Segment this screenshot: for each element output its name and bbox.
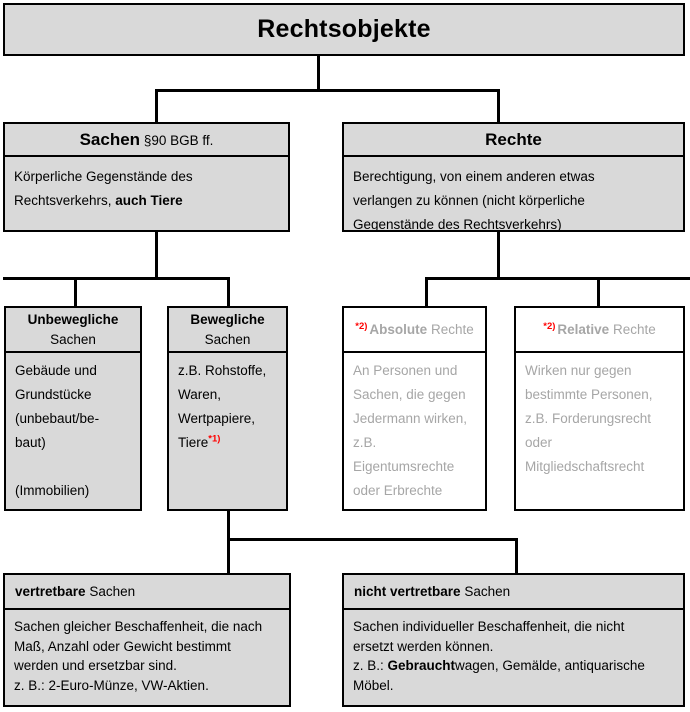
node-rechtsobjekte-header: Rechtsobjekte [5, 5, 683, 54]
node-absolute-rechte[interactable]: *2)Absolute Rechte An Personen und Sache… [342, 306, 487, 511]
node-absolute-line-4: Eigentumsrechte [353, 459, 455, 475]
node-vertretbare-sachen[interactable]: vertretbare Sachen Sachen gleicher Besch… [3, 573, 291, 707]
node-absolute-rechte-title: *2)Absolute Rechte [355, 320, 474, 337]
connector-rechte-to-absolute [425, 277, 428, 306]
node-unbewegliche-sachen-body: Gebäude und Grundstücke (unbebaut/be- ba… [6, 353, 140, 509]
node-rechte-body-line1: Berechtigung, von einem anderen etwas [353, 169, 595, 184]
node-sachen-body: Körperliche Gegenstände des Rechtsverkeh… [5, 157, 288, 219]
connector-root-to-sachen [155, 89, 158, 122]
node-absolute-line-3: z.B. [353, 435, 377, 451]
node-rechte-title: Rechte [485, 129, 542, 149]
node-rechte-header: Rechte [344, 124, 683, 157]
node-bewegliche-line-2: Wertpapiere, [178, 411, 256, 427]
node-relative-line-0: Wirken nur gegen [525, 363, 632, 378]
node-relative-rechte-header: *2)Relative Rechte [516, 308, 683, 353]
node-nicht-vertretbare-line-1: Sachen individueller Beschaffenheit, die… [353, 619, 625, 634]
node-nicht-vertretbare-sachen[interactable]: nicht vertretbare Sachen Sachen individu… [342, 573, 685, 707]
node-unbewegliche-line-2: (unbebaut/be- [15, 411, 100, 427]
node-unbewegliche-line-1: Grundstücke [15, 387, 92, 403]
node-nicht-vertretbare-sachen-header: nicht vertretbare Sachen [344, 575, 683, 610]
node-absolute-line-0: An Personen und [353, 363, 458, 378]
node-unbewegliche-sachen-header: Unbewegliche Sachen [6, 308, 140, 353]
node-sachen-title: Sachen §90 BGB ff. [79, 129, 214, 149]
node-unbewegliche-sachen-title: Unbewegliche Sachen [27, 311, 119, 347]
connector-root-bar [155, 89, 500, 92]
node-unbewegliche-line-0: Gebäude und [15, 363, 97, 378]
node-bewegliche-line-0: z.B. Rohstoffe, [178, 363, 267, 378]
connector-bewegliche-to-nicht-vertretbare [515, 538, 518, 573]
footnote-marker-2a: *2) [355, 320, 368, 332]
connector-rechte-stem [497, 232, 500, 277]
node-unbewegliche-line-4 [15, 455, 131, 479]
node-bewegliche-sachen[interactable]: Bewegliche Sachen z.B. Rohstoffe, Waren,… [167, 306, 288, 511]
node-vertretbare-sachen-header: vertretbare Sachen [5, 575, 289, 610]
connector-bewegliche-stem [227, 511, 230, 573]
node-nicht-vertretbare-line-2: ersetzt werden können. [353, 638, 494, 654]
node-absolute-rechte-header: *2)Absolute Rechte [344, 308, 485, 353]
node-rechte-body-line2: verlangen zu können (nicht körperliche [353, 193, 585, 209]
node-bewegliche-line-3: Tiere*1) [178, 433, 221, 451]
node-bewegliche-line-1: Waren, [178, 387, 222, 403]
node-unbewegliche-line-3: baut) [15, 435, 46, 451]
node-nicht-vertretbare-line-3: z. B.: Gebrauchtwagen, Gemälde, antiquar… [353, 658, 645, 674]
connector-root-stem [317, 56, 320, 89]
page-title: Rechtsobjekte [257, 15, 431, 43]
node-rechte-body-line3: Gegenstände des Rechtsverkehrs) [353, 217, 562, 233]
connector-sachen-stem [155, 232, 158, 277]
connector-sachen-to-bewegliche [227, 277, 230, 306]
connector-bewegliche-bar [227, 538, 518, 541]
node-rechte[interactable]: Rechte Berechtigung, von einem anderen e… [342, 122, 685, 232]
node-rechtsobjekte[interactable]: Rechtsobjekte [3, 3, 685, 56]
node-relative-rechte[interactable]: *2)Relative Rechte Wirken nur gegen best… [514, 306, 685, 511]
node-vertretbare-sachen-body: Sachen gleicher Beschaffenheit, die nach… [5, 610, 289, 701]
node-unbewegliche-sachen[interactable]: Unbewegliche Sachen Gebäude und Grundstü… [4, 306, 142, 511]
node-absolute-line-5: oder Erbrechte [353, 483, 443, 499]
node-sachen-body-line1: Körperliche Gegenstände des [14, 169, 193, 184]
node-relative-line-2: z.B. Forderungsrecht [525, 411, 652, 427]
node-relative-rechte-title: *2)Relative Rechte [543, 320, 656, 337]
connector-rechte-bar [425, 277, 690, 280]
node-sachen[interactable]: Sachen §90 BGB ff. Körperliche Gegenstän… [3, 122, 290, 232]
node-rechte-body: Berechtigung, von einem anderen etwas ve… [344, 157, 683, 243]
node-nicht-vertretbare-sachen-title: nicht vertretbare Sachen [354, 584, 511, 599]
footnote-marker-1: *1) [208, 433, 221, 445]
node-vertretbare-line-2: werden und ersetzbar sind. [14, 658, 177, 674]
connector-sachen-bar [3, 277, 230, 280]
connector-sachen-to-unbewegliche [74, 277, 77, 306]
node-relative-rechte-body: Wirken nur gegen bestimmte Personen, z.B… [516, 353, 683, 485]
node-absolute-line-1: Sachen, die gegen [353, 387, 466, 403]
node-sachen-body-line2: Rechtsverkehrs, auch Tiere [14, 193, 183, 209]
connector-root-to-rechte [497, 89, 500, 122]
node-relative-line-1: bestimmte Personen, [525, 387, 653, 403]
node-vertretbare-sachen-title: vertretbare Sachen [15, 584, 136, 599]
node-sachen-header: Sachen §90 BGB ff. [5, 124, 288, 157]
node-unbewegliche-line-5: (Immobilien) [15, 483, 90, 499]
node-nicht-vertretbare-line-4: Möbel. [353, 677, 394, 693]
node-bewegliche-sachen-header: Bewegliche Sachen [169, 308, 286, 353]
node-vertretbare-line-0: Sachen gleicher Beschaffenheit, die nach [14, 619, 263, 634]
node-bewegliche-sachen-title: Bewegliche Sachen [190, 311, 265, 347]
connector-rechte-to-relative [597, 277, 600, 306]
node-absolute-rechte-body: An Personen und Sachen, die gegen Jederm… [344, 353, 485, 509]
footnote-marker-2b: *2) [543, 320, 556, 332]
node-bewegliche-sachen-body: z.B. Rohstoffe, Waren, Wertpapiere, Tier… [169, 353, 286, 461]
node-absolute-line-2: Jedermann wirken, [353, 411, 468, 427]
node-nicht-vertretbare-sachen-body: Sachen individueller Beschaffenheit, die… [344, 610, 683, 701]
node-relative-line-3: oder [525, 435, 553, 451]
node-relative-line-4: Mitgliedschaftsrecht [525, 459, 645, 475]
node-vertretbare-line-1: Maß, Anzahl oder Gewicht bestimmt [14, 638, 231, 654]
node-vertretbare-line-3: z. B.: 2-Euro-Münze, VW-Aktien. [14, 677, 209, 693]
